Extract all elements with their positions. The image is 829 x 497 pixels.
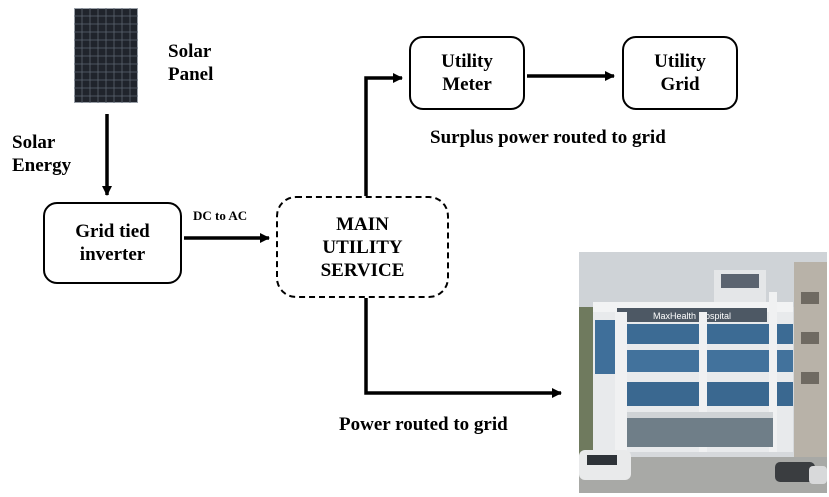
solar-energy-label: Solar Energy [12, 131, 71, 177]
solar-energy-label-line2: Energy [12, 155, 72, 176]
solar-energy-label-line1: Solar [12, 132, 56, 153]
surplus-power-label: Surplus power routed to grid [430, 127, 666, 148]
main-service-line3: SERVICE [320, 259, 405, 281]
dc-to-ac-label: DC to AC [193, 208, 248, 223]
grid-tied-inverter-box: Grid tied inverter [43, 202, 182, 284]
hospital-sign-text: MaxHealth Hospital [653, 311, 731, 321]
main-service-line1: MAIN [336, 213, 389, 235]
inverter-line1: Grid tied [75, 221, 150, 242]
utility-grid-box: Utility Grid [622, 36, 738, 110]
arrow-service-to-hospital [364, 298, 562, 398]
solar-panel-label-line1: Solar [168, 41, 212, 62]
main-utility-service-box: MAIN UTILITY SERVICE [276, 196, 449, 298]
arrow-service-to-meter [364, 73, 403, 196]
utility-meter-box: Utility Meter [409, 36, 525, 110]
solar-panel-label: Solar Panel [168, 40, 213, 86]
utility-grid-line2: Grid [660, 74, 700, 95]
inverter-line2: inverter [79, 244, 146, 265]
hospital-building-image: MaxHealth Hospital [579, 252, 827, 493]
power-routed-label: Power routed to grid [339, 414, 508, 435]
utility-grid-line1: Utility [654, 51, 706, 72]
utility-meter-line1: Utility [441, 51, 493, 72]
main-service-line2: UTILITY [322, 236, 403, 258]
utility-meter-line2: Meter [442, 74, 492, 95]
solar-panel-image [74, 8, 138, 103]
solar-panel-label-line2: Panel [168, 64, 214, 85]
